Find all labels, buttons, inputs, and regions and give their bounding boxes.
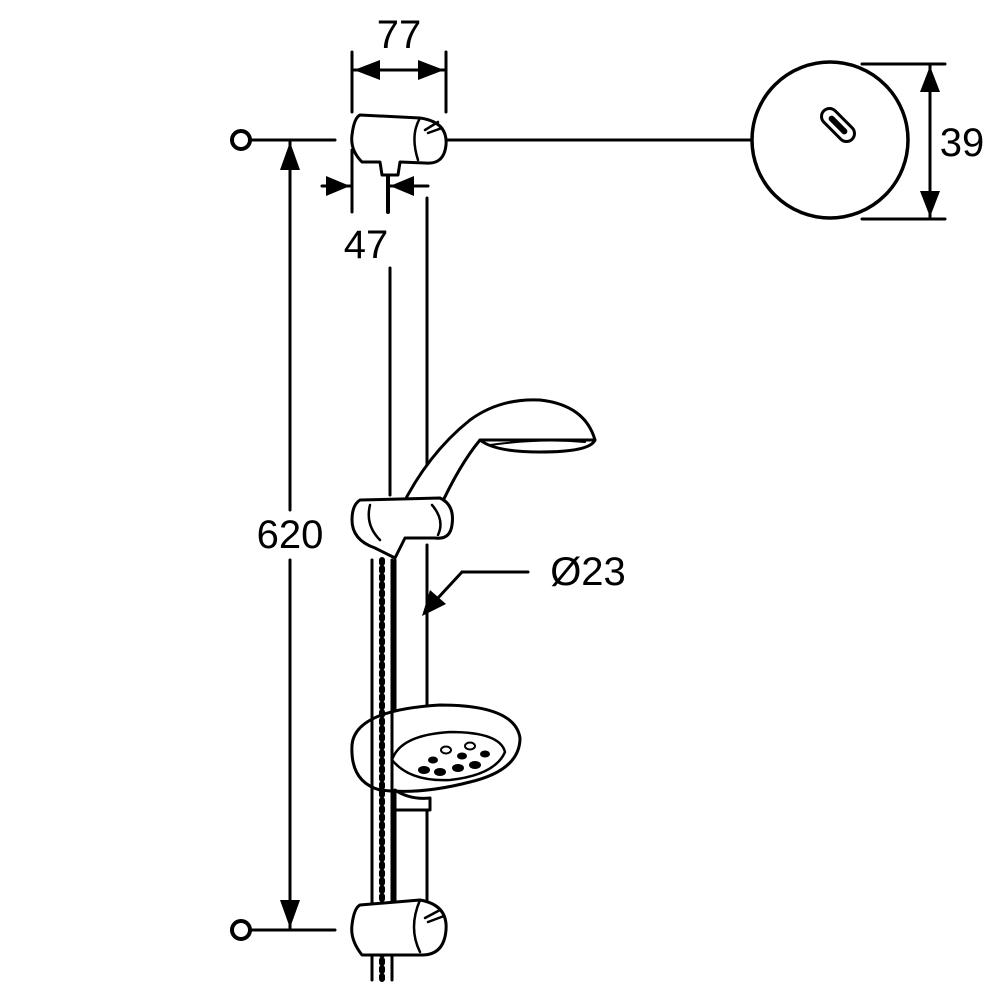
cap-height-label: 39	[940, 121, 985, 165]
rail-tube	[388, 196, 429, 902]
wall-offset-label: 47	[344, 223, 389, 267]
cap-end-view	[750, 60, 910, 220]
rail-diameter-callout: Ø23	[422, 550, 626, 616]
wall-offset-dimension: 47	[320, 148, 430, 267]
hand-shower	[390, 398, 597, 532]
slider-holder	[350, 496, 454, 560]
soap-dish	[350, 703, 522, 812]
rail-diameter-label: Ø23	[550, 550, 626, 594]
bottom-wall-bracket	[350, 898, 448, 957]
bottom-fixing-point	[230, 919, 337, 941]
rail-length-dimension: 620	[257, 140, 324, 930]
cap-height-dimension: 39	[860, 62, 985, 221]
top-width-dimension: 77	[350, 13, 448, 114]
top-width-label: 77	[377, 13, 422, 57]
rail-length-label: 620	[257, 513, 324, 557]
top-fixing-point	[230, 129, 337, 151]
top-wall-bracket	[350, 113, 448, 177]
